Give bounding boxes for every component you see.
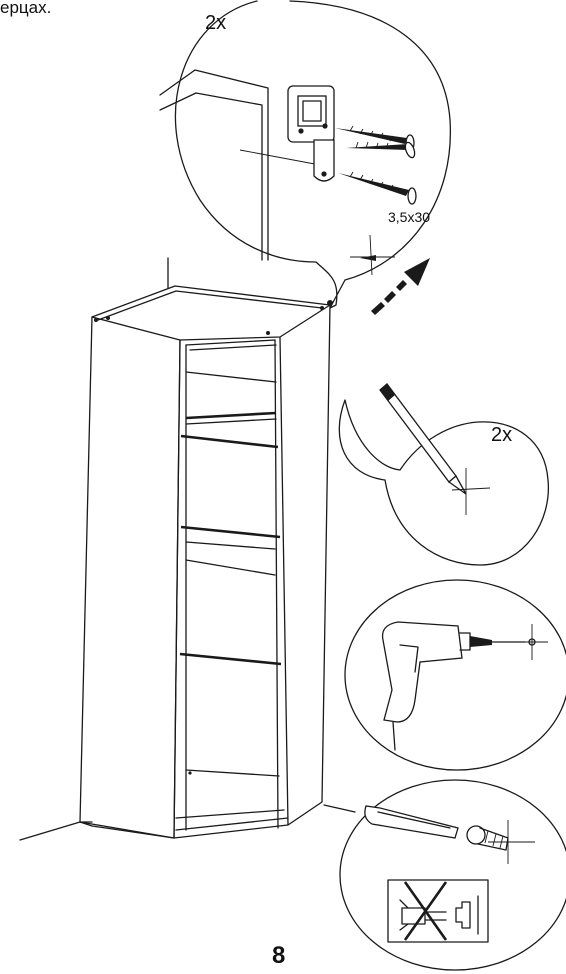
bracket-icon xyxy=(287,85,335,182)
drill-icon xyxy=(381,621,548,751)
pencil-icon xyxy=(379,383,467,495)
screwdriver-circle xyxy=(339,779,566,971)
bracket-detail-circle xyxy=(159,0,451,309)
top-text-fragment: ерцах. xyxy=(0,0,52,17)
screwdriver-icon xyxy=(364,805,535,864)
screw-marker-icon xyxy=(350,234,395,276)
page-number: 8 xyxy=(272,942,286,969)
screw-icon xyxy=(335,125,417,205)
quantity-label-marks: 2x xyxy=(491,424,513,446)
no-power-driver-icon xyxy=(387,879,489,943)
arrow-icon xyxy=(371,258,430,315)
drill-circle xyxy=(344,579,566,771)
screw-size-label: 3,5x30 xyxy=(388,209,431,225)
quantity-label-screws: 2x xyxy=(205,12,227,34)
pencil-mark-circle xyxy=(338,383,550,566)
corner-wardrobe xyxy=(19,257,356,841)
